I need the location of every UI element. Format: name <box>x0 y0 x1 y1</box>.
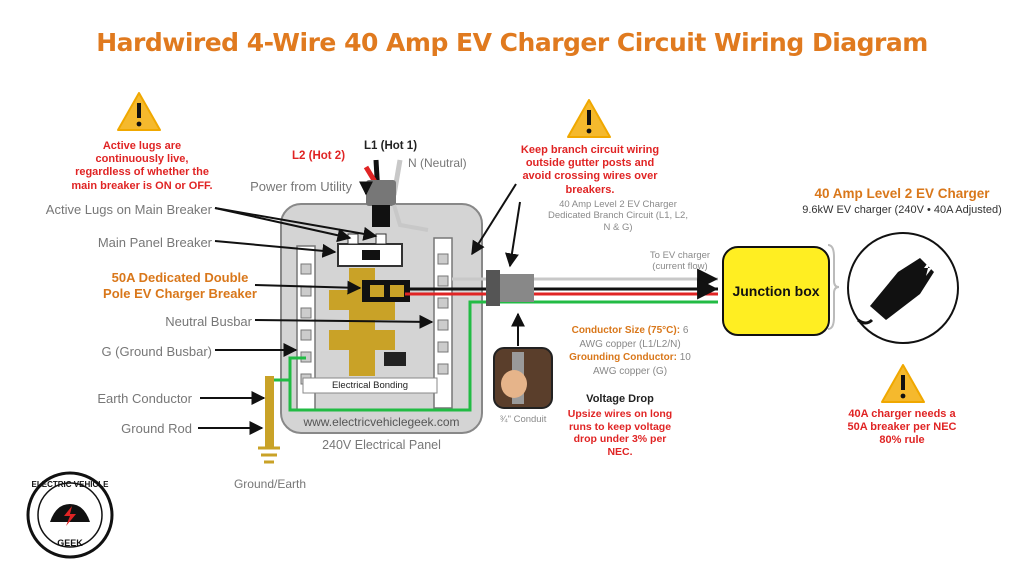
warning-icon <box>117 92 161 131</box>
ground-earth-label: Ground/Earth <box>233 477 307 491</box>
ground-busbar-label: G (Ground Busbar) <box>101 344 212 359</box>
voltage-drop-text: Upsize wires on long runs to keep voltag… <box>567 408 673 458</box>
neutral-busbar-label: Neutral Busbar <box>165 314 252 329</box>
logo-bottom-text: GEEK <box>57 538 83 548</box>
active-lugs-warning: Active lugs are continuously live, regar… <box>71 140 213 192</box>
l1-label: L1 (Hot 1) <box>364 140 418 152</box>
panel-name-label: 240V Electrical Panel <box>322 438 441 452</box>
service-entry-fitting <box>366 180 396 206</box>
branch-wiring-warning: Keep branch circuit wiring outside gutte… <box>520 144 660 196</box>
branch-circuit-label: 40 Amp Level 2 EV Charger Dedicated Bran… <box>548 199 688 233</box>
grounding-value: 10 AWG copper (G) <box>592 352 691 377</box>
conductor-size-value: 6 AWG copper (L1/L2/N) <box>579 325 689 350</box>
active-lugs-label: Active Lugs on Main Breaker <box>45 202 212 217</box>
main-breaker-label: Main Panel Breaker <box>97 235 212 250</box>
ev-breaker-label: 50A Dedicated Double Pole EV Charger Bre… <box>103 270 257 302</box>
ev-plug-icon <box>847 232 959 344</box>
ground-rod-icon <box>258 376 280 464</box>
conduit-fitting <box>486 270 500 306</box>
junction-box: Junction box <box>722 246 830 336</box>
electrical-bonding-label: Electrical Bonding <box>331 380 409 391</box>
earth-conductor-label: Earth Conductor <box>97 391 192 406</box>
current-flow-label: To EV charger (current flow) <box>649 250 711 273</box>
conductor-size-block: Conductor Size (75°C): 6 AWG copper (L1/… <box>560 324 700 378</box>
charger-subtitle: 9.6kW EV charger (240V • 40A Adjusted) <box>802 204 1002 216</box>
conduit-label: ¾" Conduit <box>499 414 547 425</box>
l2-label: L2 (Hot 2) <box>292 150 346 162</box>
neutral-label: N (Neutral) <box>408 156 467 170</box>
bonding-strap <box>302 377 438 394</box>
warning-icon <box>881 364 925 403</box>
warning-icon <box>567 99 611 138</box>
charger-title: 40 Amp Level 2 EV Charger <box>814 186 990 201</box>
logo <box>26 471 114 559</box>
grounding-label: Grounding Conductor: <box>569 352 677 363</box>
logo-top-text: ELECTRIC VEHICLE <box>31 480 109 489</box>
ground-rod-label: Ground Rod <box>121 421 192 436</box>
breaker-rule-warning: 40A charger needs a 50A breaker per NEC … <box>847 408 957 447</box>
conduit-photo <box>493 347 553 409</box>
power-from-utility-label: Power from Utility <box>250 179 352 194</box>
diagram-title: Hardwired 4-Wire 40 Amp EV Charger Circu… <box>96 28 928 57</box>
voltage-drop-title: Voltage Drop <box>586 393 654 405</box>
website-label: www.electricvehiclegeek.com <box>303 415 460 429</box>
conductor-size-label: Conductor Size (75°C): <box>571 325 681 336</box>
